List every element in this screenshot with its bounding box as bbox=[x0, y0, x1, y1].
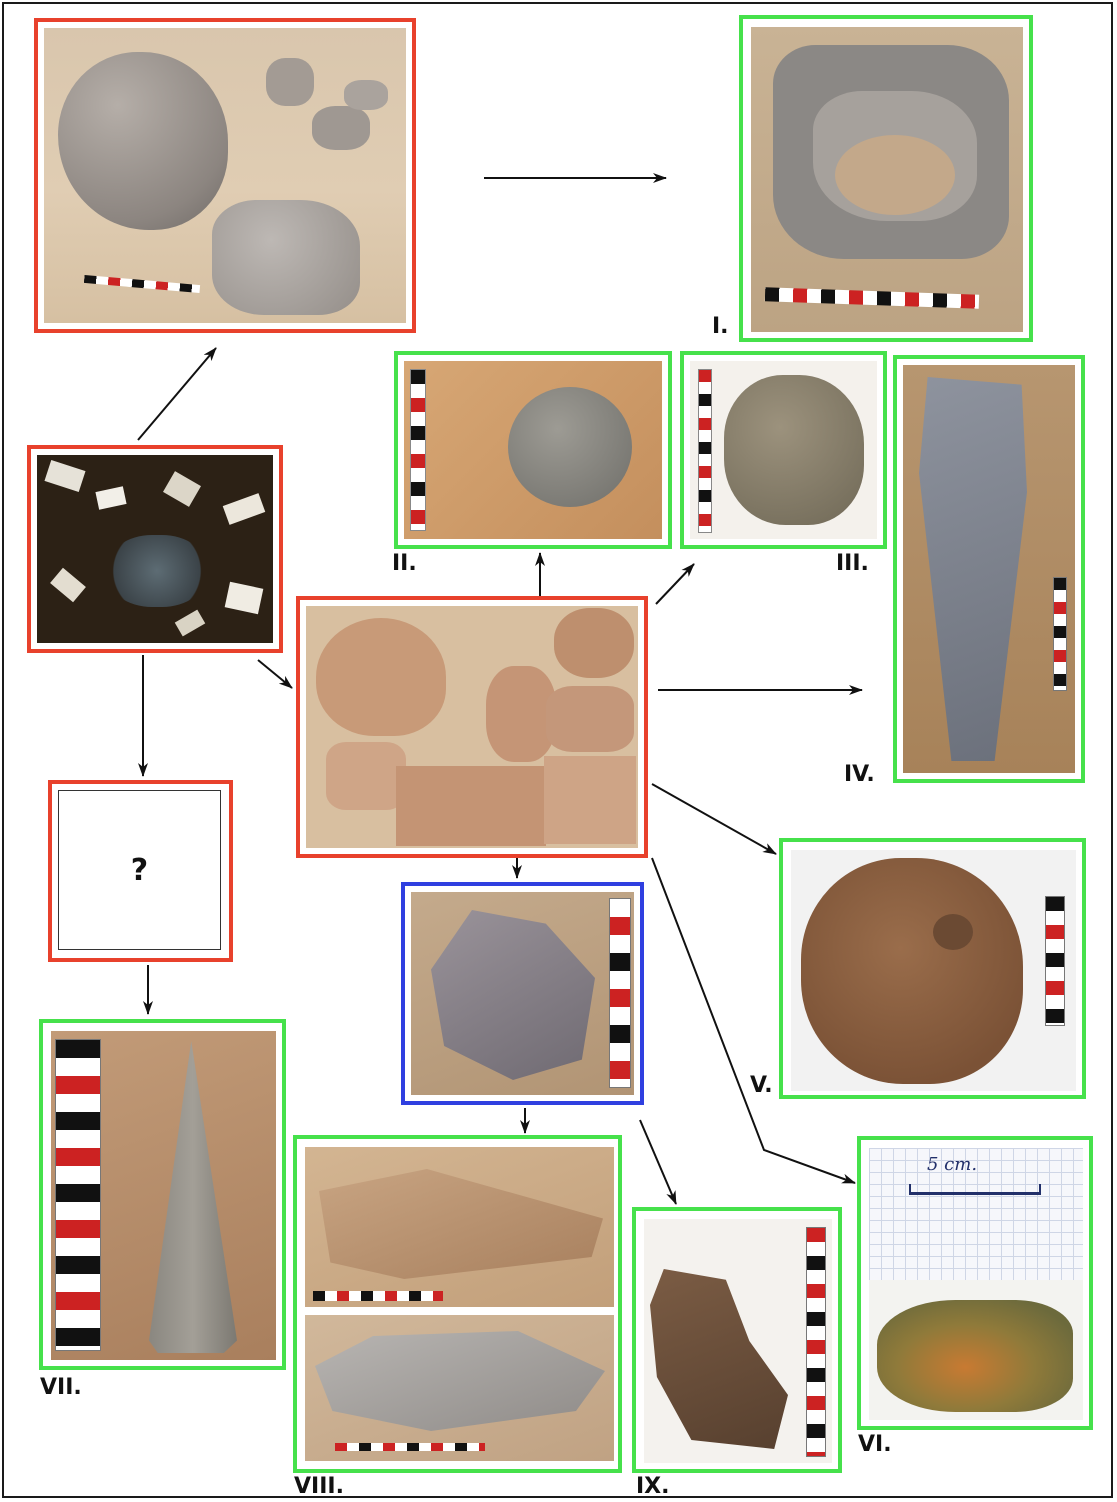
polished-axe-photo: 5 cm. bbox=[869, 1148, 1083, 1420]
axe-blank-panel bbox=[893, 355, 1085, 783]
mortar-photo bbox=[751, 27, 1023, 332]
pavement-photo bbox=[306, 606, 638, 848]
unknown-inner: ? bbox=[58, 790, 221, 950]
boulders-photo bbox=[44, 28, 406, 323]
arrow-thinsection-to-boulder bbox=[138, 348, 216, 440]
arrow-thinsection-to-pavement bbox=[258, 660, 292, 688]
scale-bar bbox=[806, 1227, 826, 1457]
question-mark: ? bbox=[131, 853, 148, 888]
arrow-pavement-to-iii bbox=[656, 564, 694, 604]
scale-bar bbox=[698, 369, 712, 533]
scale-bar bbox=[609, 898, 631, 1088]
scale-bar bbox=[1045, 896, 1065, 1026]
label-iv: IV. bbox=[844, 762, 875, 787]
label-v: V. bbox=[750, 1073, 773, 1098]
scale-line bbox=[909, 1184, 1041, 1195]
scale-bar bbox=[765, 287, 979, 308]
axe-blank-photo bbox=[903, 365, 1075, 773]
pick-photo bbox=[51, 1031, 276, 1360]
scale-bar bbox=[335, 1443, 485, 1451]
unknown-panel: ? bbox=[48, 780, 233, 962]
pavement-panel bbox=[296, 596, 648, 858]
adze-photo-bottom bbox=[305, 1315, 614, 1461]
scale-bar bbox=[55, 1039, 101, 1351]
flake-panel bbox=[632, 1207, 842, 1473]
label-ix: IX. bbox=[636, 1474, 670, 1499]
boulders-panel bbox=[34, 18, 416, 333]
hammerstone-photo bbox=[404, 361, 662, 539]
thin-section-photo bbox=[37, 455, 273, 643]
polished-axe-panel: 5 cm. bbox=[857, 1136, 1093, 1430]
arrow-blank-to-ix bbox=[640, 1120, 676, 1204]
label-vii: VII. bbox=[40, 1375, 82, 1400]
preform-photo bbox=[411, 892, 634, 1095]
scale-text: 5 cm. bbox=[927, 1154, 977, 1175]
label-iii: III. bbox=[836, 551, 869, 576]
hammerstone-panel bbox=[394, 351, 672, 549]
scale-bar bbox=[1053, 577, 1067, 691]
preform-panel bbox=[401, 882, 644, 1105]
label-vi: VI. bbox=[858, 1432, 892, 1457]
thin-section-panel bbox=[27, 445, 283, 653]
grindstone-panel bbox=[779, 838, 1086, 1099]
pounder-panel bbox=[680, 351, 887, 549]
scale-bar bbox=[410, 369, 426, 531]
arrow-pavement-to-v bbox=[652, 784, 776, 854]
mortar-panel bbox=[739, 15, 1033, 342]
scale-bar bbox=[84, 275, 200, 293]
grindstone-photo bbox=[791, 850, 1076, 1091]
label-viii: VIII. bbox=[294, 1474, 344, 1499]
pick-panel bbox=[39, 1019, 286, 1370]
label-i: I. bbox=[712, 314, 729, 339]
flake-photo bbox=[644, 1219, 832, 1463]
label-ii: II. bbox=[392, 551, 417, 576]
scale-bar bbox=[313, 1291, 443, 1301]
pounder-photo bbox=[690, 361, 877, 539]
adze-photo-top bbox=[305, 1147, 614, 1307]
adzes-panel bbox=[293, 1135, 622, 1473]
